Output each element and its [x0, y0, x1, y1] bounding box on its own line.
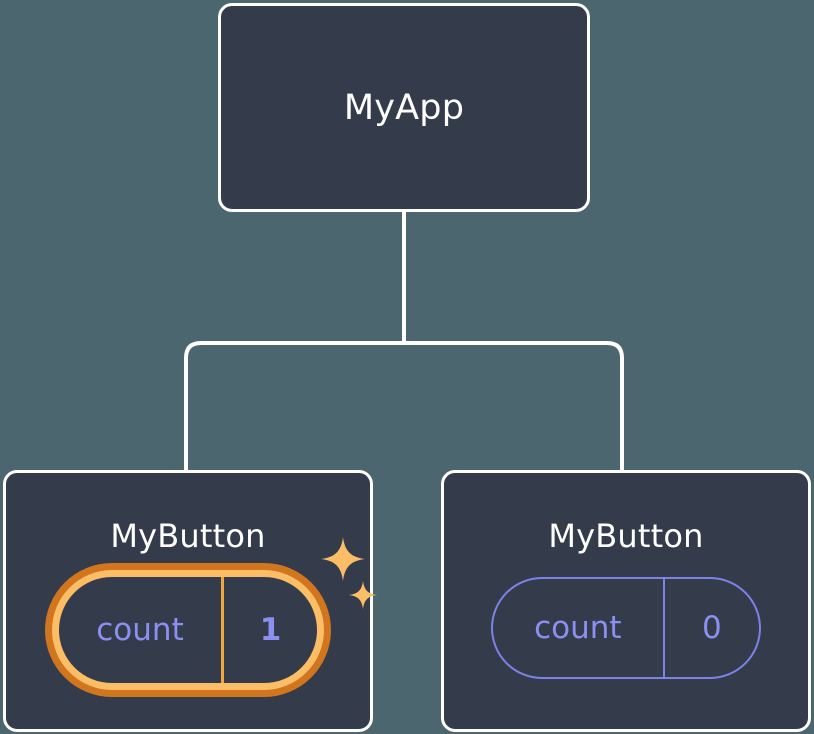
sparkle-large-icon	[321, 537, 365, 581]
state-pill-wrapper: count 0	[491, 555, 761, 679]
state-pill-wrapper: count 1	[45, 537, 377, 697]
sparkle-small-icon	[349, 581, 377, 609]
pill-body: count 1	[59, 577, 317, 683]
component-node-myapp[interactable]: MyApp	[218, 3, 590, 212]
component-label: MyButton	[548, 517, 704, 555]
state-pill[interactable]: count 0	[491, 577, 761, 679]
component-label: MyButton	[110, 517, 266, 555]
state-key: count	[493, 579, 665, 677]
component-node-mybutton-1[interactable]: MyButton count 1	[3, 470, 377, 732]
edge-branch-bus	[184, 341, 624, 470]
state-value: 0	[701, 610, 722, 646]
state-key: count	[59, 577, 224, 683]
state-pill-highlighted[interactable]: count 1	[45, 563, 331, 697]
component-label: MyApp	[343, 87, 465, 128]
pill-ring-inner: count 1	[52, 570, 324, 690]
state-value: 1	[259, 612, 282, 648]
component-node-mybutton-2[interactable]: MyButton count 0	[441, 470, 811, 732]
